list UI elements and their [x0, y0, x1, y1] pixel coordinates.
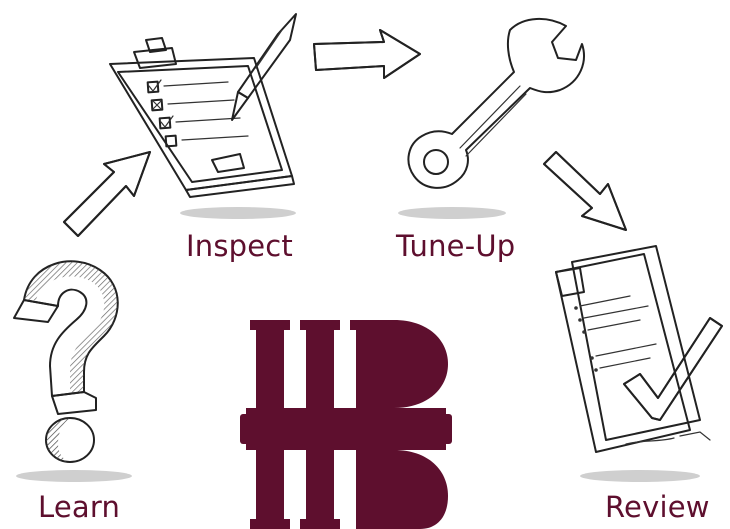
learn-label: Learn	[38, 493, 120, 522]
review-shadow	[580, 470, 700, 482]
arrow-tuneup-to-review	[544, 152, 626, 230]
arrow-inspect-to-tuneup	[314, 30, 420, 78]
inspect-label: Inspect	[186, 232, 293, 261]
report-checkmark-icon	[556, 246, 722, 452]
clipboard-checklist-icon	[110, 14, 296, 197]
tuneup-shadow	[398, 207, 506, 219]
question-mark-icon	[14, 261, 118, 462]
monogram-logo	[240, 320, 452, 529]
arrow-learn-to-inspect	[64, 152, 150, 236]
review-label: Review	[605, 493, 710, 522]
inspect-shadow	[180, 207, 296, 219]
tuneup-label: Tune-Up	[396, 232, 515, 261]
learn-shadow	[16, 470, 132, 482]
wrench-icon	[408, 19, 584, 188]
